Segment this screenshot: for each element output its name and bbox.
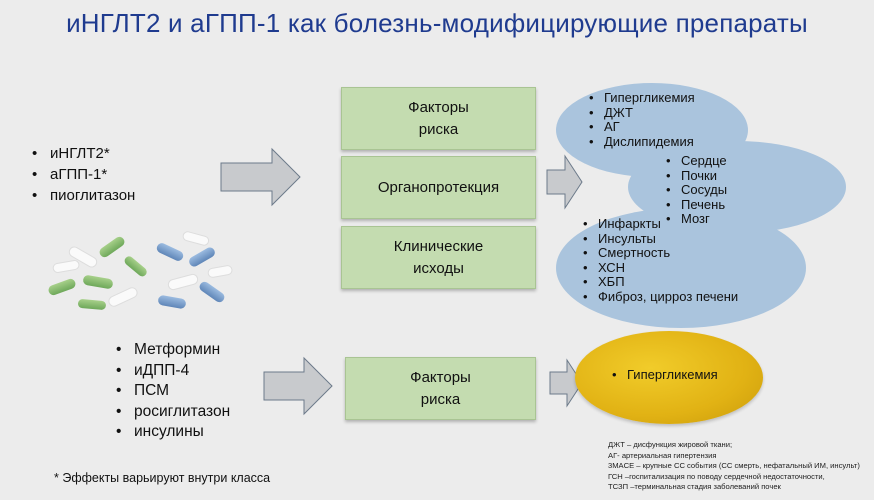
abbreviations-note: ДЖТ – дисфункция жировой ткани; АГ- арте…: [608, 440, 860, 493]
list-item: Дислипидемия: [588, 134, 695, 150]
list-item: Гипергликемия: [588, 90, 695, 106]
risk-factors-list: Гипергликемия ДЖТ АГ Дислипидемия: [588, 90, 695, 150]
organs-list: Сердце Почки Сосуды Печень Мозг: [665, 153, 727, 227]
risk-factors-box-bottom: Факторы риска: [345, 357, 536, 420]
top-left-arrow-icon: [220, 147, 301, 207]
list-item: Фиброз, цирроз печени: [582, 289, 738, 305]
list-item: иДПП-4: [114, 361, 230, 382]
bottom-left-arrow-icon: [263, 356, 333, 416]
list-item: аГПП-1*: [30, 164, 135, 185]
list-item: инсулины: [114, 422, 230, 443]
list-item: Инсульты: [582, 231, 738, 247]
abbreviation-line: АГ- артериальная гипертензия: [608, 450, 717, 460]
list-item: Печень: [665, 197, 727, 213]
list-item: иНГЛТ2*: [30, 143, 135, 164]
list-item: росиглитазон: [114, 402, 230, 423]
list-item: АГ: [588, 119, 695, 135]
list-item: Почки: [665, 168, 727, 184]
list-item: ХСН: [582, 260, 738, 276]
list-item: Гипергликемия: [611, 367, 718, 383]
footnote: * Эффекты варьируют внутри класса: [54, 471, 271, 485]
list-item: пиоглитазон: [30, 185, 135, 206]
bottom-right-arrow-icon: [549, 358, 583, 408]
abbreviation-line: ГСН –госпитализация по поводу сердечной …: [608, 471, 825, 481]
abbreviation-line: 3MACE – крупные СС события (СС смерть, н…: [608, 461, 860, 470]
outcomes-list: Инфаркты Инсульты Смертность ХСН ХБП Фиб…: [582, 216, 738, 305]
organ-protection-box: Органопротекция: [341, 156, 536, 219]
list-item: Метформин: [114, 340, 230, 361]
bottom-drug-list: Метформин иДПП-4 ПСМ росиглитазон инсули…: [114, 340, 230, 443]
list-item: ПСМ: [114, 381, 230, 402]
clinical-outcomes-box: Клинические исходы: [341, 226, 536, 289]
page-title: иНГЛТ2 и аГПП-1 как болезнь-модифицирующ…: [66, 8, 808, 38]
pills-image: [48, 231, 233, 310]
list-item: Инфаркты: [582, 216, 738, 232]
abbreviation-line: ДЖТ – дисфункция жировой ткани;: [608, 440, 733, 449]
abbreviation-line: ТСЗП –терминальная стадия заболеваний по…: [608, 482, 781, 491]
list-item: Сердце: [665, 153, 727, 169]
top-drug-list: иНГЛТ2* аГПП-1* пиоглитазон: [30, 143, 135, 206]
list-item: ХБП: [582, 274, 738, 290]
glycemia-list: Гипергликемия: [611, 367, 718, 383]
risk-factors-box: Факторы риска: [341, 87, 536, 150]
top-right-arrow-icon: [546, 154, 583, 210]
list-item: ДЖТ: [588, 105, 695, 121]
list-item: Смертность: [582, 245, 738, 261]
list-item: Сосуды: [665, 182, 727, 198]
